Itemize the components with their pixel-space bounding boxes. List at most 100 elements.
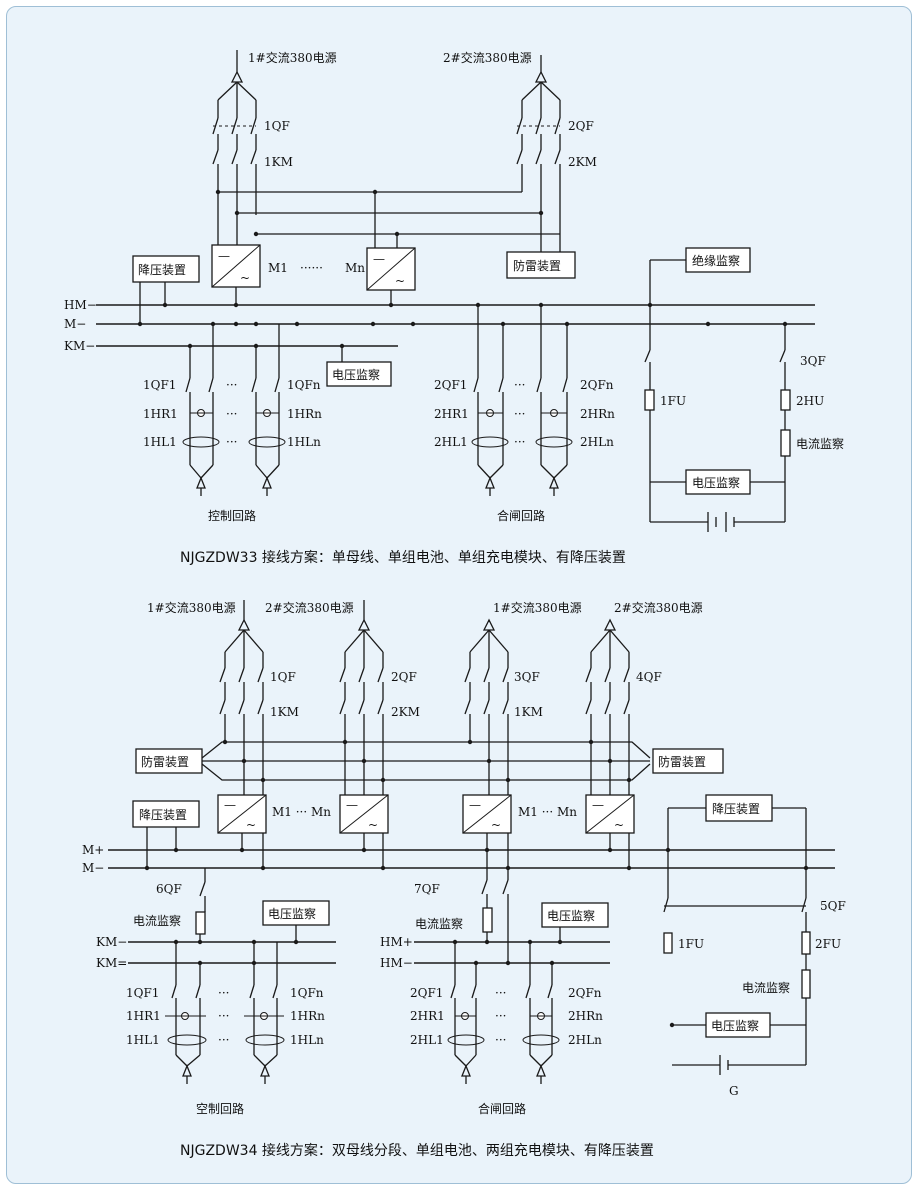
label-d2-closing-loop: 合闸回路	[478, 1101, 526, 1116]
label-d2-1qf: 1QF	[270, 670, 296, 684]
label-d2-c-qf1: 1QF1	[126, 986, 159, 1000]
rectifier-group-2: — ~ M1 ··· Mn — ~	[462, 794, 635, 834]
label-d2-s-qfn: 2QFn	[568, 986, 602, 1000]
svg-text:~: ~	[246, 818, 256, 832]
label-cur-mon-l: 电流监察	[133, 914, 181, 928]
bus-m: M−	[64, 317, 86, 331]
src1a-label: 1#交流380电源	[147, 600, 236, 615]
label-mn: Mn	[345, 261, 365, 275]
battery-branch-d2: 5QF 1FU 2FU 电流监察 电压监察 G	[663, 897, 846, 1098]
ac-interconnect	[215, 189, 560, 248]
label-c-hln: 1HLn	[287, 435, 321, 449]
voltage-monitor-small: 电压监察	[326, 346, 392, 387]
label-d2-s-hr1: 2HR1	[410, 1009, 445, 1023]
dots: ···	[495, 1009, 506, 1023]
rectifier-group-1: — ~ M1 ··· Mn — ~	[217, 794, 389, 834]
dots: ···	[226, 407, 237, 421]
ac-source-2: 2#交流380电源	[443, 50, 561, 101]
dots: ···	[226, 435, 237, 449]
battery-branch-d1: 1FU 3QF 2HU 电流监察 电压监察	[644, 324, 844, 532]
dots: ···	[495, 986, 506, 1000]
dots: ···	[514, 378, 525, 392]
dots: ···	[218, 1033, 229, 1047]
label-d2-s-qf1: 2QF1	[410, 986, 443, 1000]
bus-hmplus: HM+	[380, 935, 413, 949]
breaker-1qf: 1QF	[212, 100, 290, 150]
svg-text:~: ~	[614, 818, 624, 832]
module-ellipsis: ······	[300, 261, 323, 275]
label-d2-3km: 1KM	[514, 705, 543, 719]
label-d2-control-loop: 空制回路	[196, 1101, 244, 1116]
label-m1a: M1 ··· Mn	[272, 805, 331, 819]
step-down-left: 降压装置	[132, 800, 200, 868]
label-voltage-mon: 电压监察	[692, 476, 740, 490]
breaker-2qf: 2QF	[516, 100, 594, 150]
label-cur-mon-r: 电流监察	[742, 981, 790, 995]
label-5qf: 5QF	[820, 899, 846, 913]
label-3qf: 3QF	[800, 354, 826, 368]
label-d2-s-hl1: 2HL1	[410, 1033, 444, 1047]
label-d2-1fu: 1FU	[678, 937, 704, 951]
svg-text:—: —	[218, 249, 230, 263]
control-loop-branch-1	[182, 324, 220, 496]
ac-source-group-1: 1QF 1KM	[219, 600, 299, 795]
label-s-qfn: 2QFn	[580, 378, 614, 392]
label-insulation: 绝缘监察	[692, 253, 740, 268]
dots: ···	[495, 1033, 506, 1047]
label-g: G	[729, 1084, 739, 1098]
label-2hu: 2HU	[796, 394, 824, 408]
label-d2-2fu: 2FU	[815, 937, 841, 951]
lightning-protection: 防雷装置	[506, 251, 576, 279]
ac-source-group-3: 3QF 1KM	[464, 618, 543, 795]
src1-label: 1#交流380电源	[248, 50, 337, 65]
label-1qf: 1QF	[264, 119, 290, 133]
dots: ···	[218, 986, 229, 1000]
src2-label: 2#交流380电源	[443, 50, 532, 65]
label-c-hrn: 1HRn	[287, 407, 322, 421]
label-m1b: M1 ··· Mn	[518, 805, 577, 819]
label-voltage-mon-small: 电压监察	[332, 368, 380, 382]
label-2qf: 2QF	[568, 119, 594, 133]
label-1fu: 1FU	[660, 394, 686, 408]
svg-text:—: —	[224, 798, 236, 812]
bus-hm: HM−	[64, 298, 97, 312]
label-d2-s-hln: 2HLn	[568, 1033, 602, 1047]
svg-text:~: ~	[395, 274, 405, 288]
svg-text:~: ~	[491, 818, 501, 832]
src1b-label: 1#交流380电源	[493, 600, 582, 615]
step-down-device: 降压装置	[132, 255, 200, 327]
middle-sub-bus: 7QF 电流监察 电压监察 HM+ HM−	[380, 850, 610, 970]
closing-loop-branch-1	[471, 305, 509, 496]
dots: ···	[226, 378, 237, 392]
label-current-mon: 电流监察	[796, 437, 844, 451]
label-s-hln: 2HLn	[580, 435, 614, 449]
label-d2-s-hrn: 2HRn	[568, 1009, 603, 1023]
label-m1: M1	[268, 261, 288, 275]
dots: ···	[514, 407, 525, 421]
label-d2-3qf: 3QF	[514, 670, 540, 684]
label-cur-mon-m: 电流监察	[415, 917, 463, 931]
label-c-hl1: 1HL1	[143, 435, 177, 449]
dots: ···	[218, 1009, 229, 1023]
label-s-qf1: 2QF1	[434, 378, 467, 392]
diagram-njgzdw33: 1#交流380电源 1QF 1KM	[64, 50, 844, 566]
buses-d1: HM− M− KM−	[64, 298, 815, 353]
caption-d2: NJGZDW34 接线方案：双母线分段、单组电池、两组充电模块、有降压装置	[180, 1142, 654, 1159]
label-lightning: 防雷装置	[513, 258, 561, 273]
label-s-hr1: 2HR1	[434, 407, 469, 421]
svg-text:—: —	[469, 798, 481, 812]
src2a-label: 2#交流380电源	[265, 600, 354, 615]
label-d2-2km: 2KM	[391, 705, 420, 719]
label-c-qf1: 1QF1	[143, 378, 176, 392]
label-2km: 2KM	[568, 155, 597, 169]
label-step-down: 降压装置	[138, 263, 186, 277]
svg-text:—: —	[346, 798, 358, 812]
control-loop-branch-n	[248, 324, 286, 496]
buses-d2: M+ M−	[82, 833, 835, 875]
diagram-frame	[6, 6, 912, 1184]
label-volt-mon-m: 电压监察	[547, 909, 595, 923]
lightning-bundle: 防雷装置 防雷装置	[135, 739, 724, 783]
d2-closing-branch-1	[447, 942, 485, 1084]
svg-text:—: —	[592, 798, 604, 812]
